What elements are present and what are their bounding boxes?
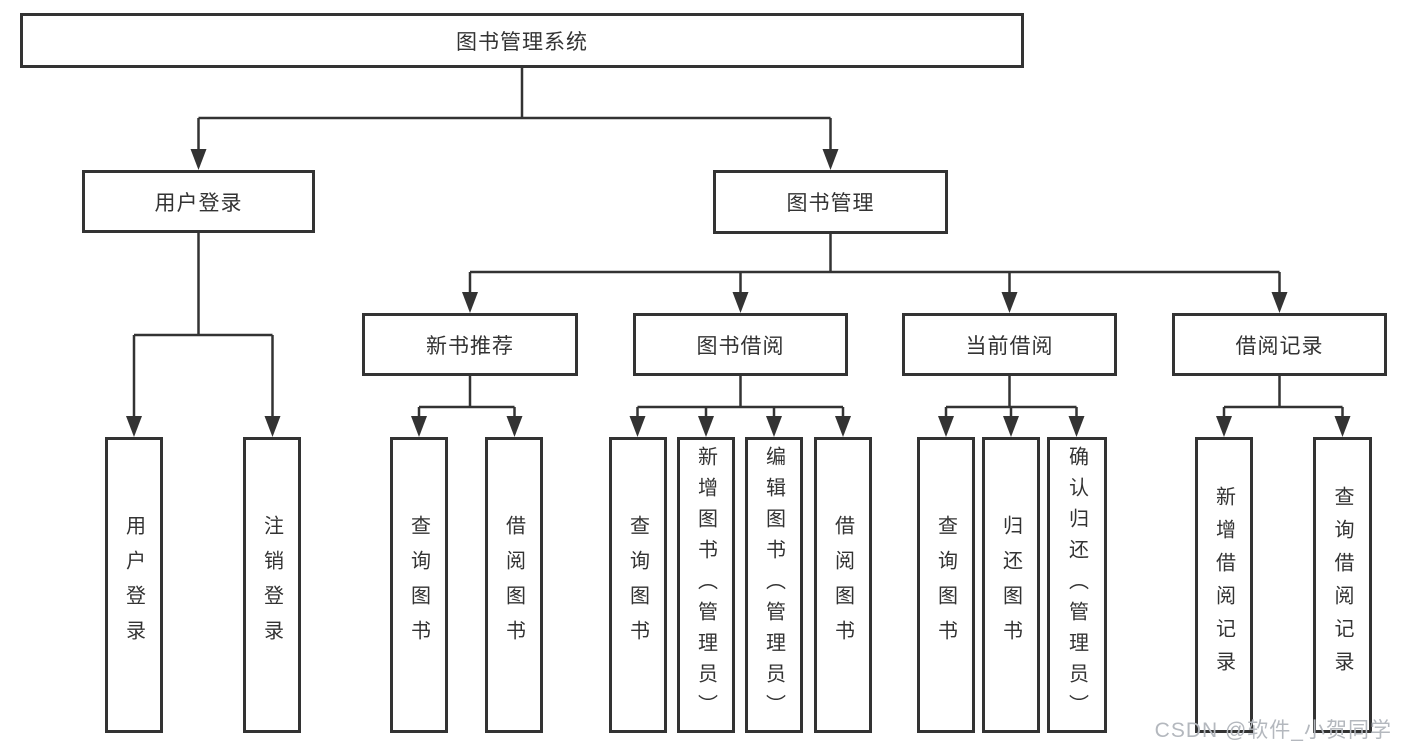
node-book-management: 图书管理 (713, 170, 948, 234)
node-root: 图书管理系统 (20, 13, 1024, 68)
node-book-management-label: 图书管理 (786, 192, 875, 215)
leaf-query-books-recommend-label: 查询图书 (407, 515, 430, 655)
node-user-login: 用户登录 (82, 170, 315, 233)
leaf-query-books-current: 查询图书 (917, 437, 975, 733)
node-user-login-label: 用户登录 (154, 191, 243, 215)
leaf-query-books-current-label: 查询图书 (934, 515, 957, 655)
leaf-query-books-recommend: 查询图书 (390, 437, 448, 733)
leaf-edit-book-admin: 编辑图书（管理员） (745, 437, 803, 733)
node-book-borrowing-label: 图书借阅 (696, 334, 785, 358)
leaf-borrow-books-recommend: 借阅图书 (485, 437, 543, 733)
leaf-query-borrow-record-label: 查询借阅记录 (1331, 486, 1353, 684)
leaf-logout-label: 注销登录 (260, 515, 283, 655)
leaf-edit-book-admin-label: 编辑图书（管理员） (762, 445, 785, 725)
leaf-borrow-books-borrowing: 借阅图书 (814, 437, 872, 733)
csdn-watermark: CSDN @软件_小贺同学 (1154, 719, 1392, 742)
leaf-return-books-label: 归还图书 (999, 515, 1022, 655)
leaf-confirm-return-admin: 确认归还（管理员） (1047, 437, 1107, 733)
node-current-borrowing-label: 当前借阅 (965, 334, 1054, 358)
node-borrowing-records: 借阅记录 (1172, 313, 1387, 376)
leaf-user-login: 用户登录 (105, 437, 163, 733)
leaf-query-books-borrowing-label: 查询图书 (626, 515, 649, 655)
leaf-borrow-books-borrowing-label: 借阅图书 (831, 515, 854, 655)
leaf-query-borrow-record: 查询借阅记录 (1313, 437, 1372, 733)
node-current-borrowing: 当前借阅 (902, 313, 1117, 376)
node-new-book-recommendation-label: 新书推荐 (426, 334, 514, 358)
node-new-book-recommendation: 新书推荐 (362, 313, 578, 376)
leaf-add-borrow-record-label: 新增借阅记录 (1212, 486, 1235, 684)
leaf-query-books-borrowing: 查询图书 (609, 437, 667, 733)
leaf-confirm-return-admin-label: 确认归还（管理员） (1065, 445, 1088, 725)
leaf-add-book-admin-label: 新增图书（管理员） (694, 445, 717, 725)
node-book-borrowing: 图书借阅 (633, 313, 848, 376)
leaf-add-borrow-record: 新增借阅记录 (1195, 437, 1253, 733)
node-root-label: 图书管理系统 (456, 30, 588, 54)
leaf-user-login-label: 用户登录 (122, 515, 145, 655)
leaf-logout: 注销登录 (243, 437, 301, 733)
leaf-return-books: 归还图书 (982, 437, 1040, 733)
leaf-add-book-admin: 新增图书（管理员） (677, 437, 735, 733)
node-borrowing-records-label: 借阅记录 (1235, 334, 1324, 358)
leaf-borrow-books-recommend-label: 借阅图书 (502, 515, 525, 655)
